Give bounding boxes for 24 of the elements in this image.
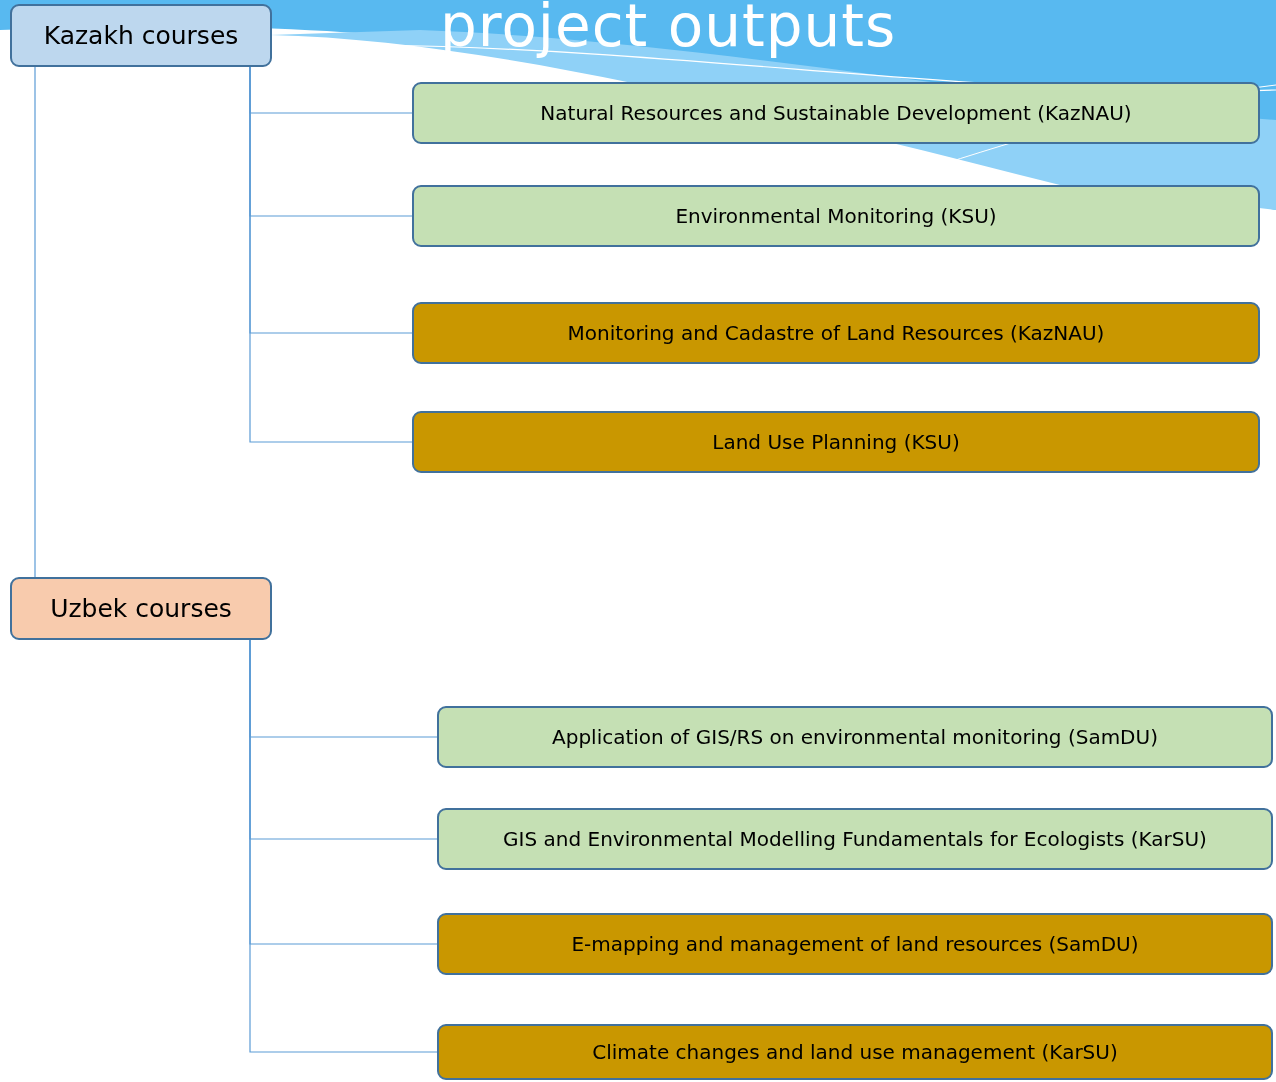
node-label: Climate changes and land use management (KarSU) xyxy=(592,1040,1118,1064)
course-box xyxy=(412,411,1260,473)
connector-line xyxy=(249,66,413,443)
node-label: Kazakh courses xyxy=(43,21,239,50)
node-label: E-mapping and management of land resources (SamDU) xyxy=(571,932,1139,956)
connector-line xyxy=(249,639,438,1053)
category-box xyxy=(10,4,272,67)
node-label: Application of GIS/RS on environmental monitoring (SamDU) xyxy=(552,725,1158,749)
node-label: Land Use Planning (KSU) xyxy=(712,430,960,454)
category-box xyxy=(10,577,272,640)
course-box xyxy=(437,913,1273,975)
node-label: GIS and Environmental Modelling Fundamentals for Ecologists (KarSU) xyxy=(503,827,1207,851)
node-label: Natural Resources and Sustainable Development (KazNAU) xyxy=(540,101,1132,125)
course-box xyxy=(437,808,1273,870)
connector-line xyxy=(34,66,36,578)
course-box xyxy=(412,82,1260,144)
course-box xyxy=(412,185,1260,247)
course-box xyxy=(412,302,1260,364)
node-label: Monitoring and Cadastre of Land Resources (KazNAU) xyxy=(567,321,1105,345)
node-label: Uzbek courses xyxy=(50,594,232,623)
node-label: Environmental Monitoring (KSU) xyxy=(675,204,997,228)
course-box xyxy=(437,706,1273,768)
title: project outputs xyxy=(440,0,897,60)
course-box xyxy=(437,1024,1273,1080)
